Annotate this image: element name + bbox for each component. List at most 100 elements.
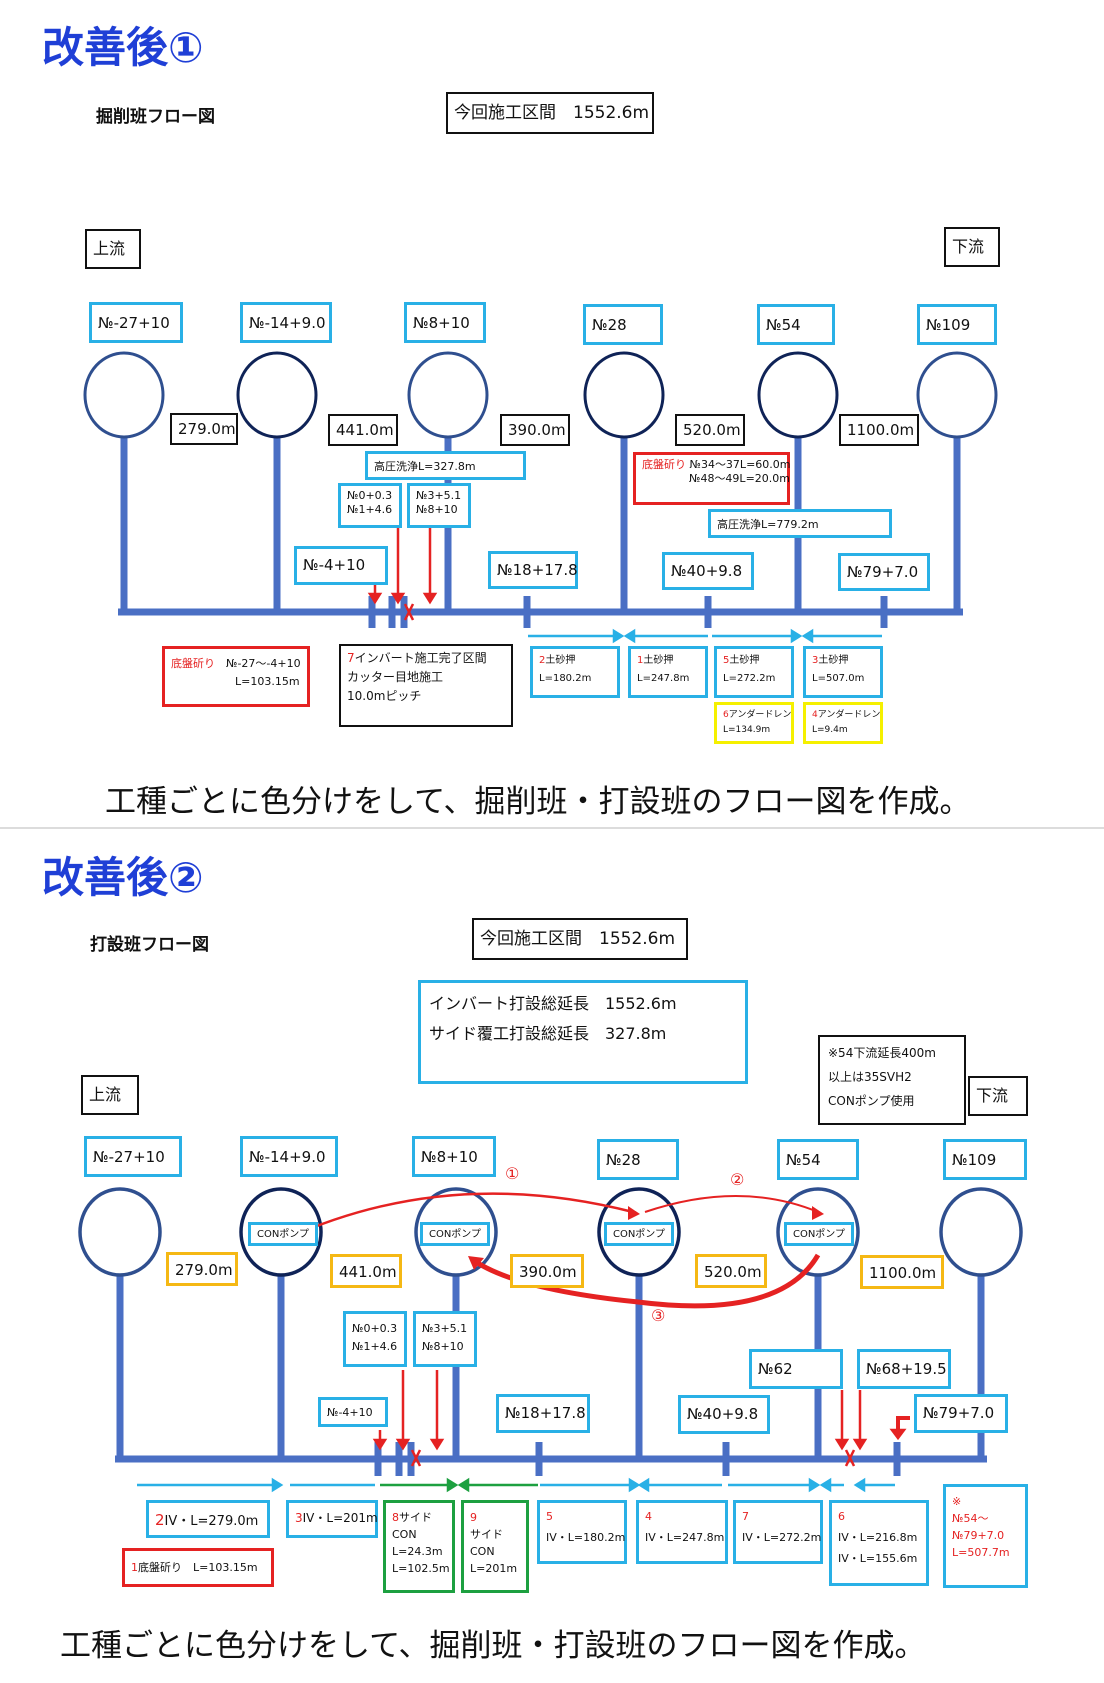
iv-2-text: IV・L=279.0m bbox=[164, 1514, 259, 1529]
manhole2-6 bbox=[939, 1187, 1023, 1277]
iv-6-line-2: IV・L=155.6m bbox=[838, 1551, 918, 1565]
base-chipping-box-2: 1底盤斫り L=103.15m bbox=[122, 1548, 274, 1587]
midpoint-1: №-4+10 bbox=[294, 546, 388, 585]
range-note-line-1: №54～ bbox=[952, 1512, 989, 1526]
base-chipping-title: 底盤斫り bbox=[642, 458, 686, 471]
pump-label-2: CONポンプ bbox=[420, 1222, 490, 1246]
side-8-num: 8 bbox=[392, 1511, 399, 1524]
iv-box-4: 4 IV・L=247.8m bbox=[636, 1500, 728, 1564]
side-con-box-8: 8サイド CON L=24.3m L=102.5m bbox=[383, 1500, 455, 1593]
iv-2-num: 2 bbox=[155, 1511, 165, 1529]
soil-2-length: L=180.2m bbox=[539, 673, 592, 684]
iv-5-text: IV・L=180.2m bbox=[546, 1530, 626, 1544]
side-9-len: L=201m bbox=[470, 1562, 518, 1576]
sub2-a-line-2: №1+4.6 bbox=[352, 1339, 398, 1353]
drain-4-num: 4 bbox=[812, 710, 818, 720]
iv-box-5: 5 IV・L=180.2m bbox=[537, 1500, 627, 1564]
manhole-6 bbox=[916, 351, 998, 439]
drain-4-length: L=9.4m bbox=[812, 725, 848, 736]
manhole-3 bbox=[407, 351, 489, 439]
base-chipping-box-left: 底盤斫り №-27～-4+10 L=103.15m bbox=[162, 646, 310, 707]
midpoint-2: №18+17.8 bbox=[488, 551, 578, 589]
midpoint2-1: №-4+10 bbox=[318, 1397, 388, 1427]
heading-improvement-1: 改善後① bbox=[42, 23, 204, 72]
iv-4-num: 4 bbox=[645, 1510, 652, 1523]
distance2-5: 1100.0m bbox=[860, 1255, 944, 1289]
side-9-con: CON bbox=[470, 1545, 495, 1559]
range-note-mark: ※ bbox=[952, 1495, 962, 1508]
manhole-4 bbox=[583, 351, 665, 439]
soil-1-length: L=247.8m bbox=[637, 673, 690, 684]
manhole-1 bbox=[83, 351, 165, 439]
station-subbox-b: №3+5.1 №8+10 bbox=[407, 483, 471, 528]
pump-route-arrows bbox=[287, 1192, 821, 1309]
manhole-5 bbox=[757, 351, 839, 439]
station-n62: №62 bbox=[749, 1349, 843, 1389]
iv-3-num: 3 bbox=[295, 1511, 303, 1525]
pump-label-1: CONポンプ bbox=[248, 1222, 318, 1246]
invert-note-line-3: 10.0mピッチ bbox=[347, 689, 422, 704]
soil-2-title: 土砂押 bbox=[545, 655, 576, 666]
iv-4-text: IV・L=247.8m bbox=[645, 1530, 725, 1544]
iv-7-num: 7 bbox=[742, 1510, 749, 1523]
manhole-2 bbox=[236, 351, 318, 439]
soil-1-num: 1 bbox=[637, 655, 644, 666]
caption-1: 工種ごとに色分けをして、掘削班・打設班のフロー図を作成。 bbox=[105, 784, 971, 820]
station2-subbox-a: №0+0.3 №1+4.6 bbox=[343, 1311, 407, 1367]
invert-note-line-1: インバート施工完了区間 bbox=[354, 651, 487, 665]
iv-7-text: IV・L=272.2m bbox=[742, 1530, 822, 1544]
excavation-cyan-arrows bbox=[528, 628, 882, 644]
distance2-3: 390.0m bbox=[510, 1254, 584, 1288]
excavation-manholes bbox=[83, 351, 998, 439]
pump-note-box: ※54下流延長400m 以上は35SVH2 CONポンプ使用 bbox=[818, 1035, 966, 1125]
base-chipping-line-1: №34～37L=60.0m bbox=[689, 458, 791, 471]
side-8-title: サイド bbox=[399, 1511, 432, 1524]
pump-label-3: CONポンプ bbox=[604, 1222, 674, 1246]
sub-a-line-1: №0+0.3 bbox=[347, 489, 393, 502]
route-2-arrow bbox=[644, 1195, 819, 1213]
sub-b-line-1: №3+5.1 bbox=[416, 489, 462, 502]
iv-box-6: 6 IV・L=216.8m IV・L=155.6m bbox=[829, 1500, 929, 1586]
downstream-label-2: 下流 bbox=[968, 1076, 1028, 1116]
side-8-len-1: L=24.3m bbox=[392, 1545, 443, 1559]
drain-6-title: アンダードレン bbox=[728, 710, 792, 720]
station-4-label: №28 bbox=[583, 304, 663, 345]
invert-note-num: 7 bbox=[347, 651, 355, 665]
station2-6-label: №109 bbox=[943, 1139, 1027, 1180]
heading-improvement-2: 改善後② bbox=[42, 853, 204, 902]
side-con-box-9: 9 サイド CON L=201m bbox=[461, 1500, 529, 1593]
base-chipping-box-red: 底盤斫り №34～37L=60.0m №48～49L=20.0m bbox=[633, 452, 791, 505]
underdrain-box-4: 4アンダードレン L=9.4m bbox=[803, 702, 883, 744]
casting-red-arrows bbox=[372, 1370, 910, 1467]
station-5-label: №54 bbox=[757, 304, 835, 345]
distance2-2: 441.0m bbox=[330, 1254, 402, 1288]
station2-1-label: №-27+10 bbox=[84, 1136, 182, 1177]
drain-6-num: 6 bbox=[723, 710, 729, 720]
midpoint2-4: №79+7.0 bbox=[914, 1394, 1008, 1433]
range-note-box: ※ №54～ №79+7.0 L=507.7m bbox=[943, 1484, 1028, 1588]
distance-5: 1100.0m bbox=[839, 414, 919, 446]
midpoint2-3: №40+9.8 bbox=[678, 1395, 770, 1434]
drain-6-length: L=134.9m bbox=[723, 725, 771, 736]
underdrain-box-6: 6アンダードレン L=134.9m bbox=[714, 702, 794, 744]
casting-cyan-arrows bbox=[137, 1477, 895, 1493]
station-1-label: №-27+10 bbox=[89, 302, 183, 343]
distance-3: 390.0m bbox=[500, 414, 570, 446]
station-6-label: №109 bbox=[917, 304, 997, 345]
total-side: サイド覆工打設総延長 327.8m bbox=[429, 1024, 667, 1044]
section-label-2: 今回施工区間 1552.6m bbox=[472, 918, 688, 960]
soil-1-title: 土砂押 bbox=[643, 655, 674, 666]
casting-green-arrows bbox=[380, 1477, 538, 1493]
side-8-len-2: L=102.5m bbox=[392, 1562, 450, 1576]
midpoint-3: №40+9.8 bbox=[662, 552, 754, 590]
sub2-b-line-2: №8+10 bbox=[422, 1339, 464, 1353]
soil-5-length: L=272.2m bbox=[723, 673, 776, 684]
sub-b-line-2: №8+10 bbox=[416, 502, 458, 516]
route-1-arrow bbox=[287, 1192, 634, 1240]
station-subbox-a: №0+0.3 №1+4.6 bbox=[338, 483, 402, 528]
iv-5-num: 5 bbox=[546, 1510, 553, 1523]
upstream-label-2: 上流 bbox=[81, 1075, 139, 1115]
soil-push-box-5: 5土砂押 L=272.2m bbox=[714, 646, 794, 698]
total-invert: インバート打設総延長 1552.6m bbox=[429, 994, 677, 1013]
distance-1: 279.0m bbox=[170, 413, 238, 445]
